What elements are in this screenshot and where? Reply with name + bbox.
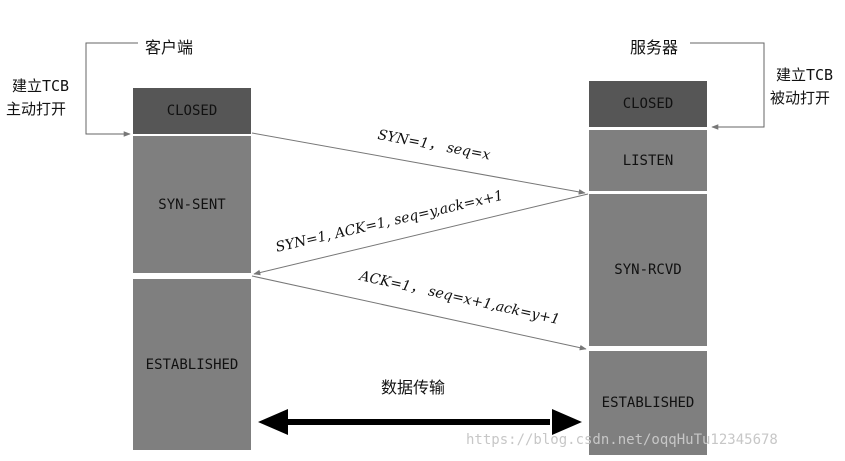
ack-arrow bbox=[251, 275, 587, 351]
client-open-note-line1: 建立TCB bbox=[12, 77, 70, 95]
server-bracket-line bbox=[690, 42, 765, 130]
client-bracket-line bbox=[85, 42, 138, 137]
watermark: https://blog.csdn.net/oqqHuTu12345678 bbox=[466, 432, 778, 448]
data-transfer-label: 数据传输 bbox=[381, 378, 446, 397]
client-state-closed: CLOSED bbox=[133, 88, 251, 134]
syn-ack-arrow bbox=[253, 193, 589, 276]
server-state-established: ESTABLISHED bbox=[589, 351, 707, 455]
server-title: 服务器 bbox=[630, 38, 679, 57]
server-state-listen: LISTEN bbox=[589, 130, 707, 191]
server-open-note-line1: 建立TCB bbox=[776, 66, 834, 84]
client-title: 客户端 bbox=[145, 38, 194, 57]
data-transfer-arrowhead-right bbox=[552, 409, 582, 435]
client-state-syn-sent: SYN-SENT bbox=[133, 136, 251, 273]
server-open-note-line2: 被动打开 bbox=[770, 89, 831, 107]
client-open-note-line2: 主动打开 bbox=[6, 100, 67, 118]
syn-arrow bbox=[251, 132, 586, 195]
client-state-established: ESTABLISHED bbox=[133, 279, 251, 450]
server-state-syn-rcvd: SYN-RCVD bbox=[589, 194, 707, 346]
data-transfer-arrowhead-left bbox=[258, 409, 288, 435]
server-state-closed: CLOSED bbox=[589, 81, 707, 127]
